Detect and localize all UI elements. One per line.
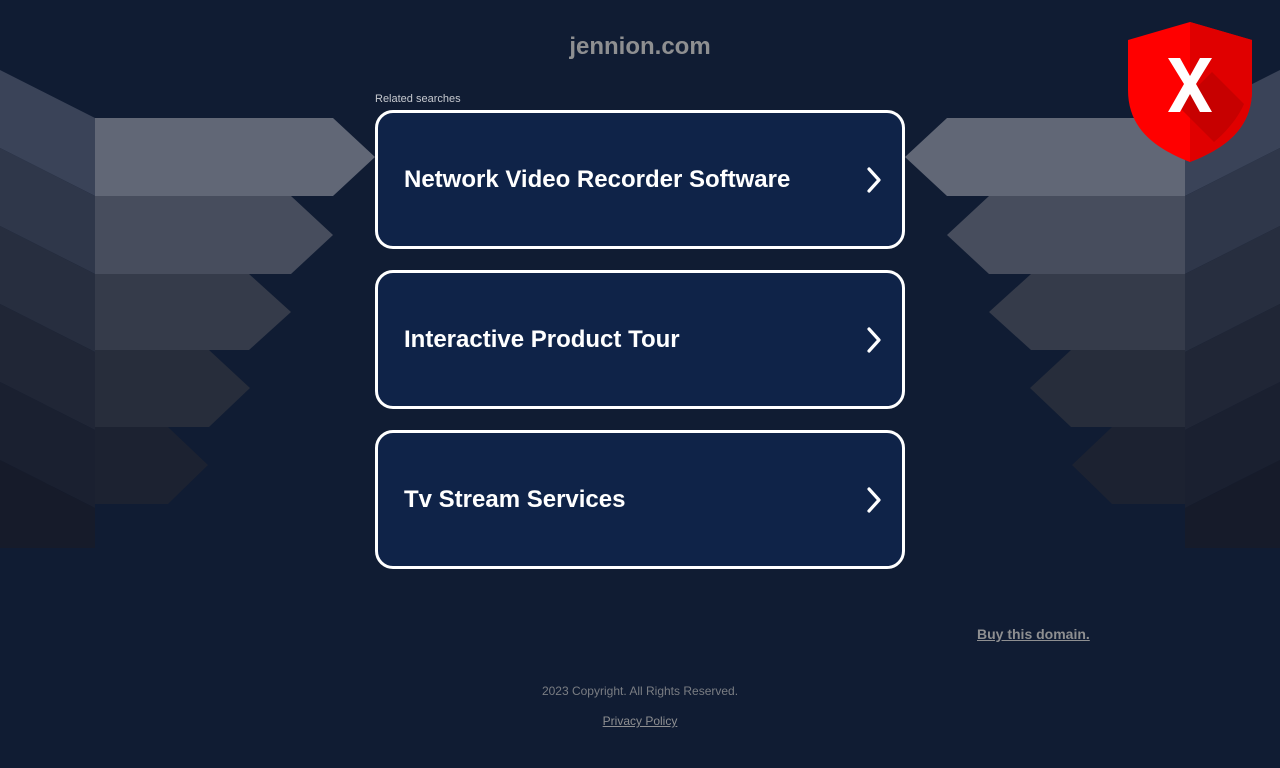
related-search-tv-stream-services[interactable]: Tv Stream Services bbox=[375, 430, 905, 569]
domain-title: jennion.com bbox=[569, 33, 711, 60]
related-searches-label: Related searches bbox=[375, 93, 461, 105]
chevron-right-icon bbox=[867, 166, 881, 193]
privacy-policy-container: Privacy Policy bbox=[0, 714, 1280, 728]
related-search-label: Network Video Recorder Software bbox=[404, 165, 791, 193]
copyright-text: 2023 Copyright. All Rights Reserved. bbox=[541, 684, 739, 698]
buy-domain-link[interactable]: Buy this domain. bbox=[977, 626, 1090, 642]
privacy-policy-link[interactable]: Privacy Policy bbox=[602, 714, 678, 728]
shield-x-icon[interactable] bbox=[1126, 20, 1254, 164]
related-search-label: Interactive Product Tour bbox=[404, 325, 680, 353]
related-search-network-video-recorder-software[interactable]: Network Video Recorder Software bbox=[375, 110, 905, 249]
related-search-interactive-product-tour[interactable]: Interactive Product Tour bbox=[375, 270, 905, 409]
related-search-label: Tv Stream Services bbox=[404, 485, 626, 513]
chevron-right-icon bbox=[867, 486, 881, 513]
chevron-right-icon bbox=[867, 326, 881, 353]
